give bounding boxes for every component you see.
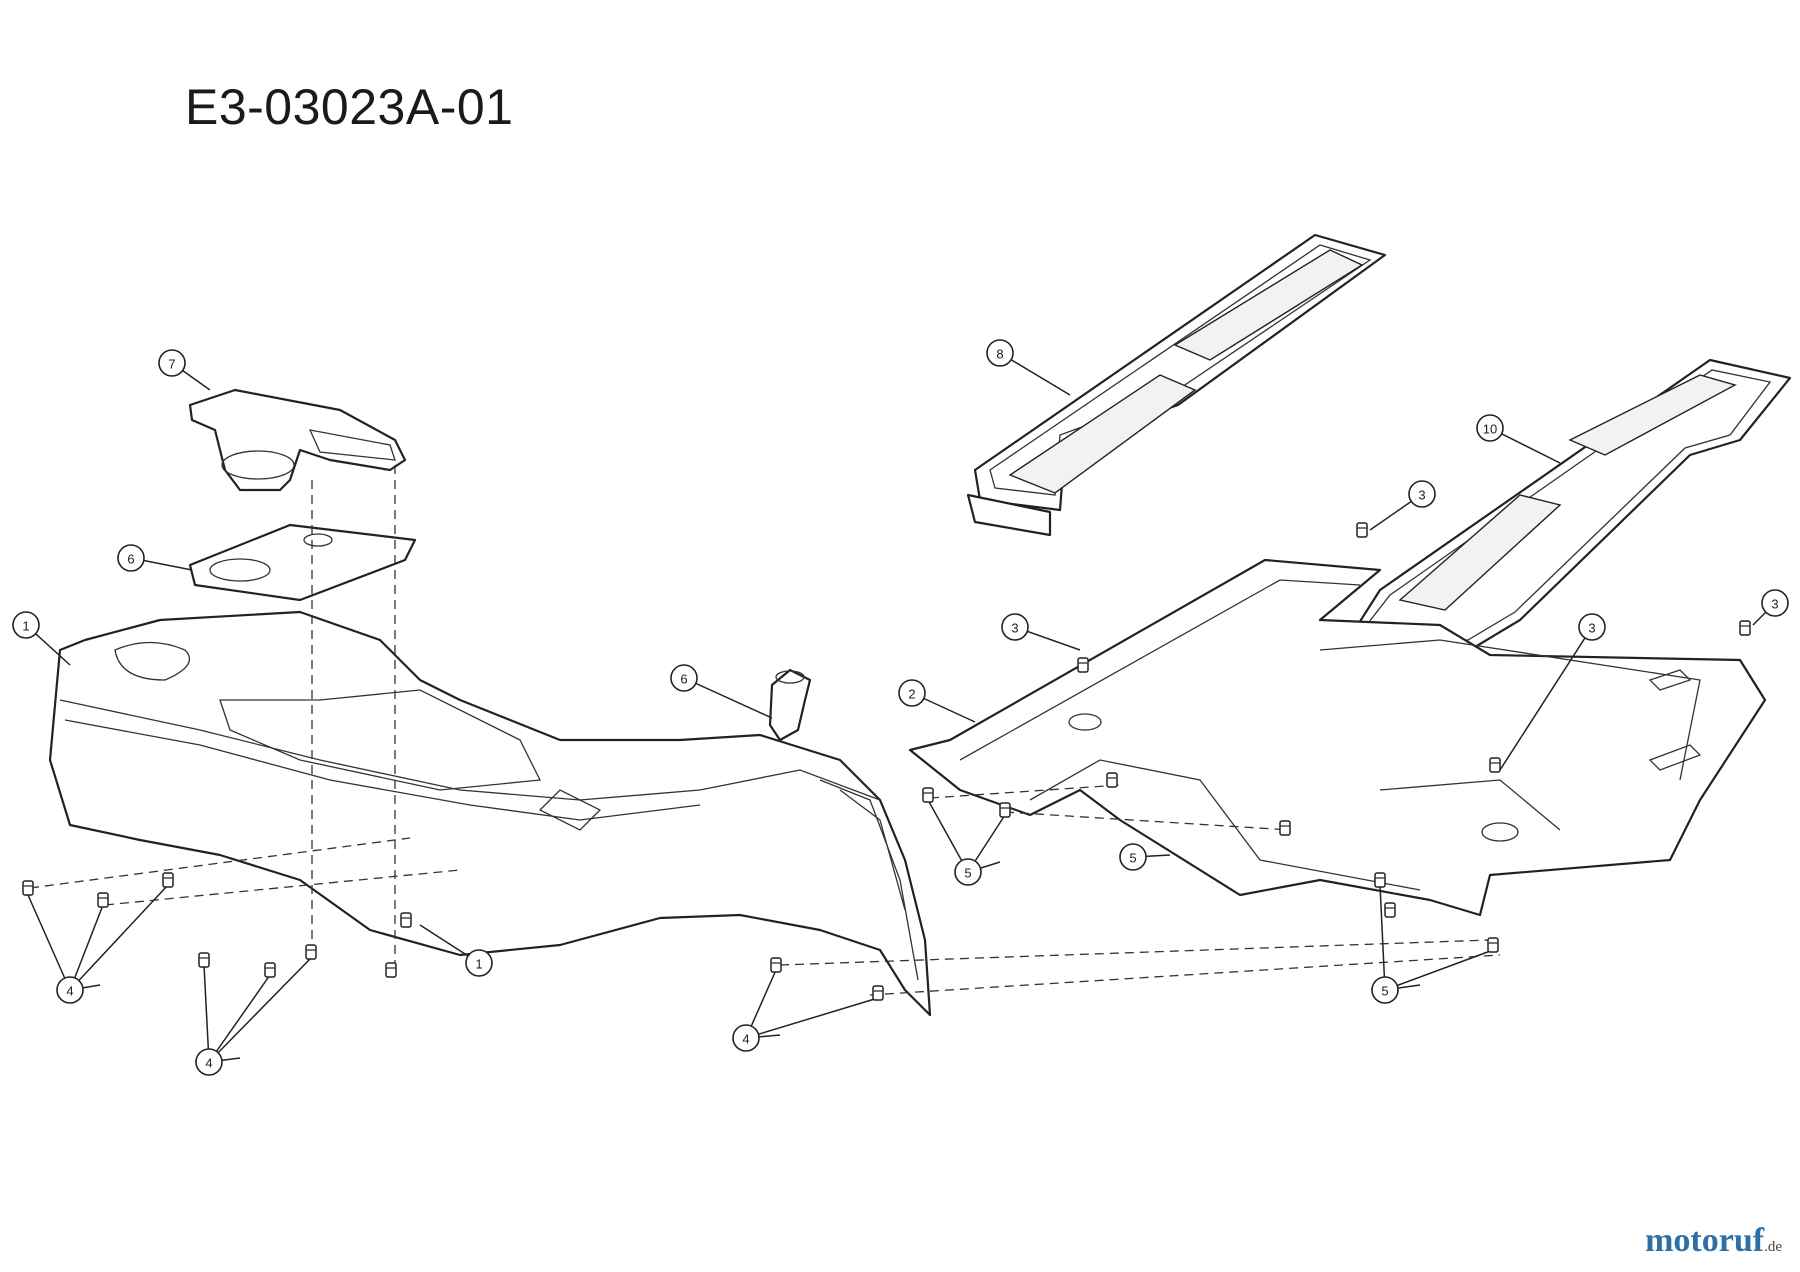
callout-label: 3 — [1588, 621, 1595, 636]
callout-c5-a: 5 — [954, 858, 982, 886]
callout-label: 5 — [964, 866, 971, 881]
fastener — [22, 880, 34, 896]
fastener — [305, 944, 317, 960]
callout-c4-a: 4 — [56, 976, 84, 1004]
seat-hood — [188, 388, 407, 492]
callout-leader — [1499, 626, 1593, 771]
part-callouts: 1 7 6 6 4 4 4 1 2 3 3 3 3 5 5 5 8 10 — [12, 339, 1789, 1076]
watermark-suffix: .de — [1764, 1239, 1782, 1255]
fastener — [1077, 657, 1089, 673]
callout-label: 10 — [1483, 422, 1497, 437]
fastener — [1739, 620, 1751, 636]
callout-leader — [683, 677, 773, 719]
callout-leader — [745, 997, 879, 1039]
callout-c6-socket: 6 — [670, 664, 698, 692]
fastener — [999, 802, 1011, 818]
fastener — [162, 872, 174, 888]
callout-label: 2 — [908, 687, 915, 702]
socket-part — [768, 668, 812, 742]
callout-c4-b: 4 — [195, 1048, 223, 1076]
diagram-title: E3-03023A-01 — [185, 79, 514, 135]
footrest-left — [966, 233, 1387, 537]
fastener — [97, 892, 109, 908]
callout-label: 3 — [1418, 488, 1425, 503]
floor-pan — [908, 558, 1767, 917]
callout-label: 8 — [996, 347, 1003, 362]
fastener — [1384, 902, 1396, 918]
callout-leader — [1379, 884, 1386, 991]
callout-leader — [69, 884, 169, 991]
fastener — [1487, 937, 1499, 953]
fastener — [198, 952, 210, 968]
callout-c5-c: 5 — [1371, 976, 1399, 1004]
callout-label: 4 — [66, 984, 73, 999]
callout-c7: 7 — [158, 349, 186, 377]
callout-label: 3 — [1011, 621, 1018, 636]
callout-c2: 2 — [898, 679, 926, 707]
callout-label: 4 — [742, 1032, 749, 1047]
callout-leader — [208, 957, 312, 1063]
assembly-lines — [29, 465, 1501, 996]
fastener — [400, 912, 412, 928]
callout-c1-upper: 1 — [12, 611, 40, 639]
fastener — [1106, 772, 1118, 788]
watermark-brand: motoruf.de — [1645, 1222, 1782, 1260]
callout-label: 1 — [475, 957, 482, 972]
callout-c6-plate: 6 — [117, 544, 145, 572]
hardware-fasteners — [22, 522, 1751, 1001]
callout-c3-a: 3 — [1001, 613, 1029, 641]
callout-label: 1 — [22, 619, 29, 634]
fastener — [264, 962, 276, 978]
callout-c4-c: 4 — [732, 1024, 760, 1052]
callout-c3-b: 3 — [1408, 480, 1436, 508]
main-body — [48, 610, 932, 1017]
fastener — [1279, 820, 1291, 836]
callout-label: 6 — [127, 552, 134, 567]
callout-leader — [208, 974, 271, 1063]
callout-label: 7 — [168, 357, 175, 372]
watermark-text: motoruf — [1645, 1222, 1765, 1259]
callout-c10: 10 — [1476, 414, 1504, 442]
fastener — [1489, 757, 1501, 773]
callout-c3-d: 3 — [1761, 589, 1789, 617]
callout-c3-c: 3 — [1578, 613, 1606, 641]
callout-leader — [27, 894, 71, 991]
callout-leader — [203, 964, 210, 1063]
callout-label: 5 — [1381, 984, 1388, 999]
callout-c8: 8 — [986, 339, 1014, 367]
fastener — [1356, 522, 1368, 538]
callout-label: 3 — [1771, 597, 1778, 612]
callout-c5-b: 5 — [1119, 843, 1147, 871]
callout-label: 5 — [1129, 851, 1136, 866]
callout-label: 6 — [680, 672, 687, 687]
mount-plate — [188, 523, 417, 602]
fastener — [770, 957, 782, 973]
fastener — [922, 787, 934, 803]
callout-leader — [1384, 949, 1494, 991]
fastener — [872, 985, 884, 1001]
fastener — [385, 962, 397, 978]
fastener — [1374, 872, 1386, 888]
callout-leader — [69, 904, 104, 991]
callout-label: 4 — [205, 1056, 212, 1071]
callout-c1-lower: 1 — [465, 949, 493, 977]
